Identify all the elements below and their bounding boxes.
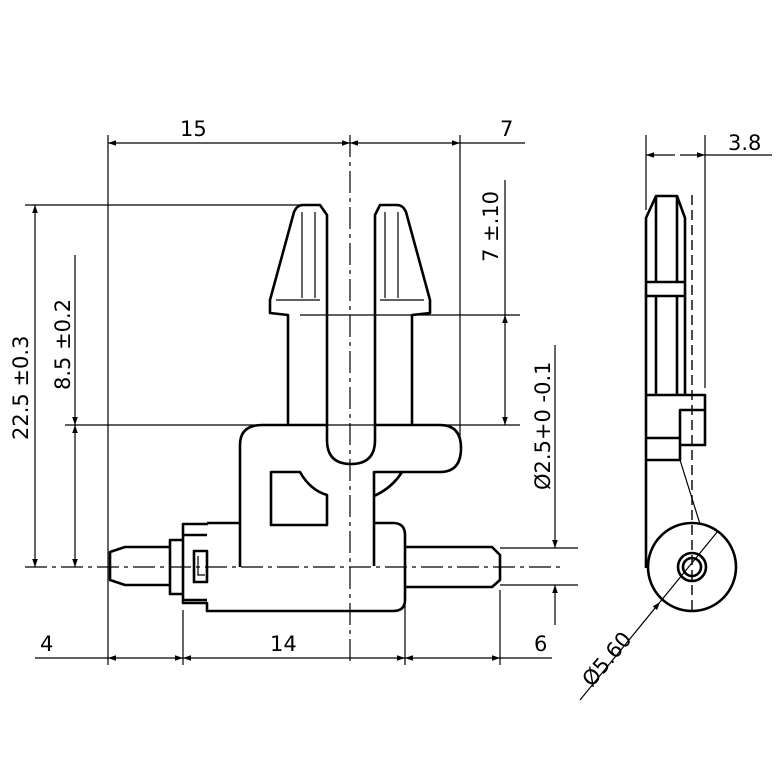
dim-right-pin: 6 <box>534 632 547 656</box>
dim-pin-diameter: Ø2.5+0 -0.1 <box>531 361 555 490</box>
side-view: 3.8 Ø5.60 <box>577 131 772 701</box>
dim-lower-height: 8.5 ±0.2 <box>51 299 75 390</box>
dim-right-offset: 7 <box>500 117 513 141</box>
dim-width-top: 15 <box>180 117 207 141</box>
dim-thickness: 3.8 <box>728 131 761 155</box>
part-outline <box>108 203 502 613</box>
dim-left-pin: 4 <box>40 632 53 656</box>
dim-total-height: 22.5 ±0.3 <box>9 336 33 440</box>
dim-prong-height: 7 ±.10 <box>479 191 503 262</box>
dim-body-width: 14 <box>270 632 297 656</box>
eye-outer-circle <box>646 521 738 613</box>
front-view: 15 7 22.5 ±0.3 8.5 ±0.2 7 ±.10 Ø2.5+0 -0… <box>9 117 578 665</box>
dim-eye-diameter: Ø5.60 <box>577 627 636 691</box>
dimensions: 15 7 22.5 ±0.3 8.5 ±0.2 7 ±.10 Ø2.5+0 -0… <box>9 117 558 661</box>
